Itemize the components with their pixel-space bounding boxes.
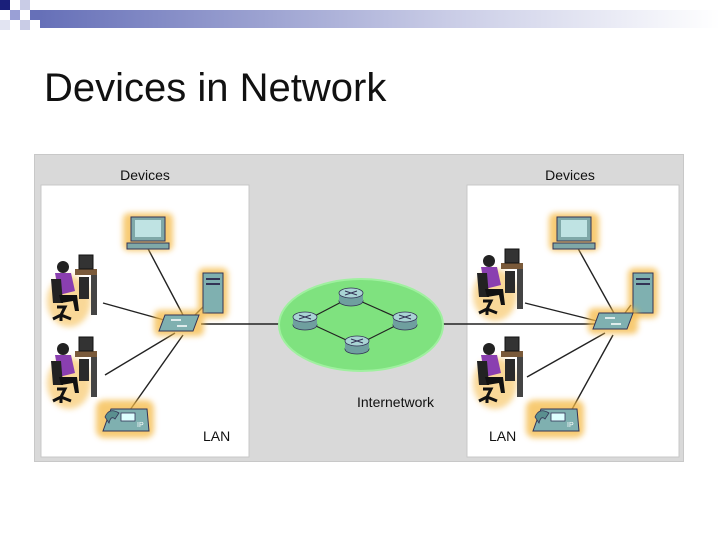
switch-icon xyxy=(154,310,204,336)
ip-phone-icon xyxy=(526,400,584,438)
router-icon xyxy=(292,311,318,331)
right-lan-label: LAN xyxy=(489,428,516,444)
router-icon xyxy=(392,311,418,331)
router-icon xyxy=(344,335,370,355)
server-icon xyxy=(198,268,228,318)
right-devices-header: Devices xyxy=(545,167,595,183)
left-devices-header: Devices xyxy=(120,167,170,183)
network-diagram: IP Devic xyxy=(34,154,684,462)
internetwork-label: Internetwork xyxy=(357,394,435,410)
ip-phone-icon xyxy=(96,400,154,438)
left-lan-label: LAN xyxy=(203,428,230,444)
switch-icon xyxy=(588,308,638,334)
header-decoration xyxy=(0,0,720,30)
router-icon xyxy=(338,287,364,307)
desktop-pc-icon xyxy=(549,213,599,251)
desktop-pc-icon xyxy=(123,213,173,251)
slide-title: Devices in Network xyxy=(44,66,387,110)
internetwork-cloud xyxy=(278,278,444,372)
